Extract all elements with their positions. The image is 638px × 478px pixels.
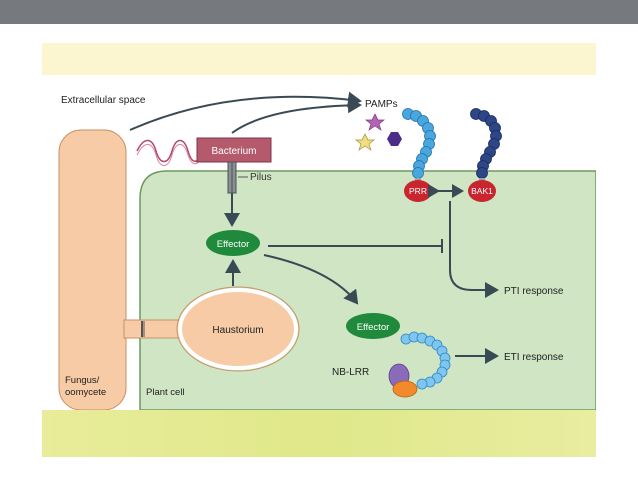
bak1-receptor — [468, 180, 496, 202]
bak1-receptor-chain — [470, 108, 502, 179]
arrow-to-pti-response — [449, 201, 499, 298]
fungus-label-line1: Fungus/ — [65, 375, 100, 386]
eti-response-label: ETI response — [504, 352, 564, 363]
prr-label: PRR — [409, 186, 427, 196]
pilus-label: Pilus — [250, 172, 272, 183]
arrow-fungus-to-pamps — [129, 91, 362, 131]
fungus-hypha — [58, 129, 127, 411]
bacterial-dna-squiggle — [136, 139, 201, 163]
bacterium-label: Bacterium — [211, 146, 256, 157]
slide-bottom-band — [42, 410, 596, 457]
pamp-star-purple — [365, 113, 385, 131]
arrow-effector-to-effector — [263, 254, 359, 305]
pamp-star-yellow — [355, 133, 375, 151]
haustorium-outline — [176, 286, 300, 372]
fungus-label-line2: oomycete — [65, 387, 106, 398]
nb-lrr-label: NB-LRR — [332, 367, 369, 378]
plant-cell-label: Plant cell — [146, 387, 185, 398]
pamps-label: PAMPs — [365, 99, 398, 110]
bacterial-dna-strand — [136, 144, 201, 166]
extracellular-space-label: Extracellular space — [61, 95, 146, 106]
arrow-bacterium-to-pamps — [231, 97, 362, 134]
pamp-hexagon — [387, 132, 402, 146]
bak1-label: BAK1 — [471, 186, 493, 196]
nb-lrr-nb-domain — [392, 380, 418, 398]
haustorium — [178, 288, 298, 370]
effector-top-label: Effector — [217, 239, 250, 250]
prr-receptor — [404, 180, 432, 202]
prr-receptor-chain — [402, 108, 436, 179]
effector-bottom — [346, 313, 400, 339]
haustorium-label: Haustorium — [212, 325, 263, 336]
immune-response-diagram: Bacterium Pilus Effector Effector PAMPs … — [42, 75, 597, 411]
pti-response-label: PTI response — [504, 286, 564, 297]
nb-lrr-lrr-chain — [400, 331, 451, 390]
effector-top — [206, 230, 260, 256]
top-bar — [0, 0, 638, 24]
effector-bottom-label: Effector — [357, 322, 390, 333]
